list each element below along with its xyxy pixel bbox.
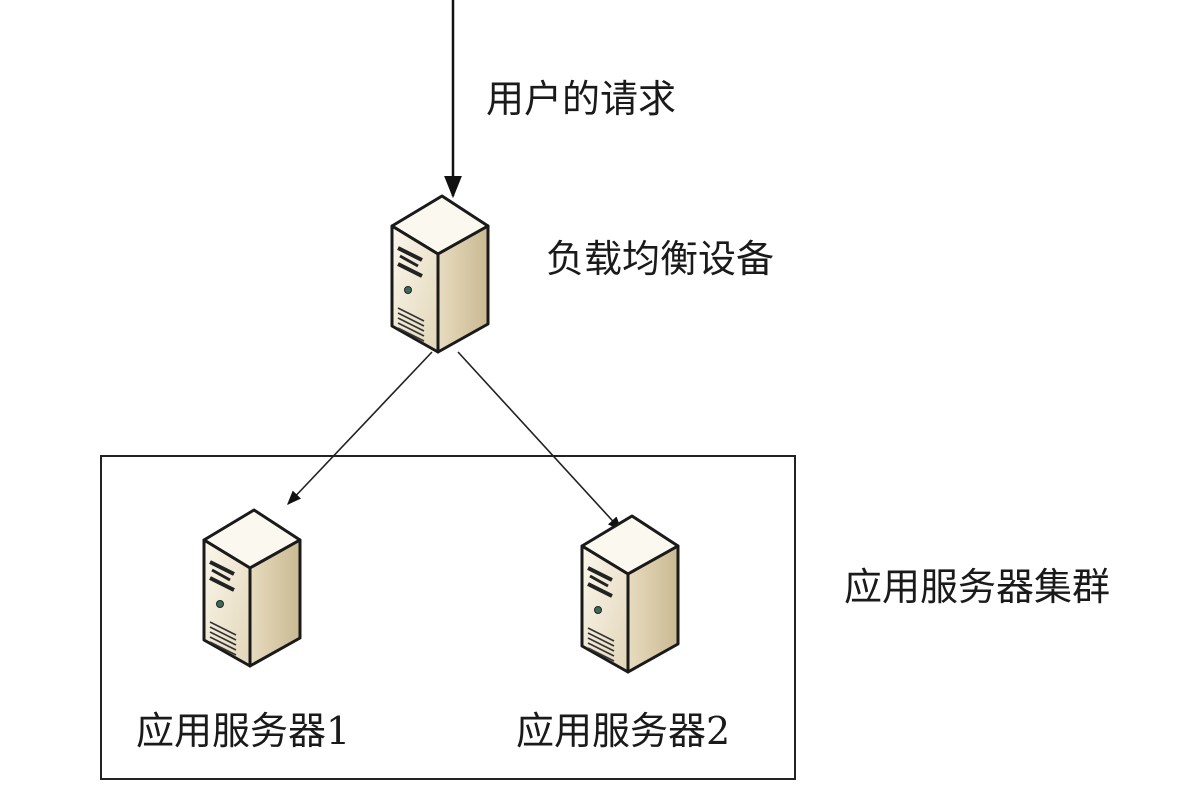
load-balancer-server-icon: [390, 194, 490, 354]
app-server-2-label: 应用服务器2: [516, 709, 731, 753]
edge-lb-to-server-2: [457, 351, 622, 532]
load-balancer-label: 负载均衡设备: [546, 237, 775, 281]
edge-lb-to-server-1: [287, 351, 433, 506]
user-request-label: 用户的请求: [486, 77, 677, 121]
app-server-cluster-box: [100, 455, 796, 780]
cluster-label: 应用服务器集群: [844, 565, 1111, 609]
app-server-1-label: 应用服务器1: [136, 709, 351, 753]
